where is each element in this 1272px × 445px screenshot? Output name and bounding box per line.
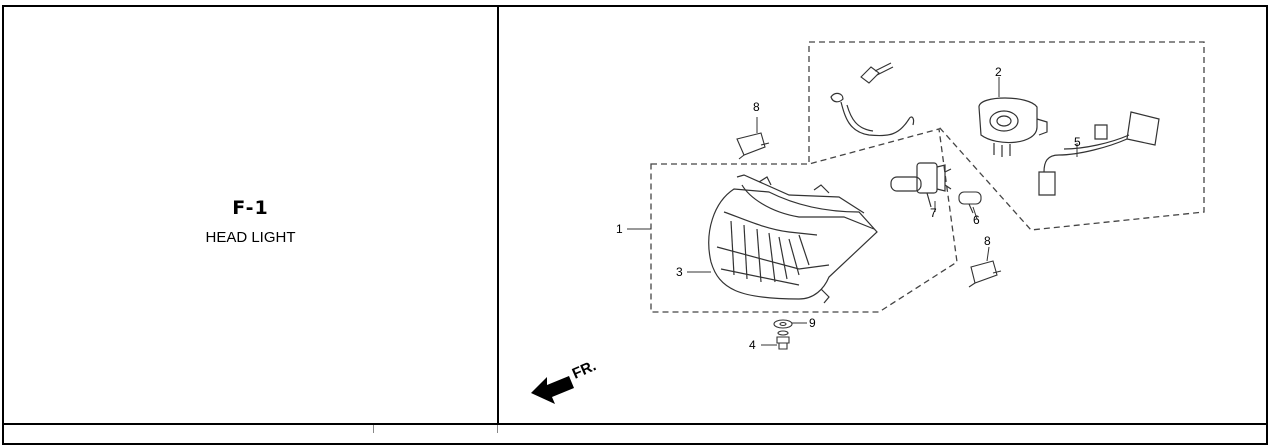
column-tick bbox=[373, 425, 374, 433]
fastener-icon bbox=[773, 319, 793, 350]
callout-2: 2 bbox=[995, 65, 1002, 79]
cell-divider bbox=[497, 7, 499, 423]
callout-1: 1 bbox=[616, 222, 623, 236]
callout-4: 4 bbox=[749, 338, 756, 352]
main-group-outline bbox=[650, 128, 958, 313]
callout-7: 7 bbox=[930, 206, 937, 220]
column-tick bbox=[497, 425, 498, 433]
screw-icon bbox=[860, 62, 894, 84]
callout-3: 3 bbox=[676, 265, 683, 279]
small-bulb-icon bbox=[958, 191, 982, 214]
wire-harness-icon bbox=[1038, 111, 1160, 196]
section-code: F-1 bbox=[232, 197, 269, 219]
callout-labels: 1 2 3 4 5 6 7 8 8 9 bbox=[616, 65, 1081, 352]
clip-icon bbox=[736, 132, 1002, 288]
callout-9: 9 bbox=[809, 316, 816, 330]
bottom-rule bbox=[4, 423, 1266, 425]
leader-lines bbox=[627, 77, 1078, 346]
callout-6: 6 bbox=[973, 213, 980, 227]
diagram-cell: 1 2 3 4 5 6 7 8 8 9 FR. bbox=[499, 7, 1266, 423]
callout-5: 5 bbox=[1074, 135, 1081, 149]
callout-8a: 8 bbox=[753, 100, 760, 114]
bulb-icon bbox=[890, 162, 952, 208]
exploded-diagram: 1 2 3 4 5 6 7 8 8 9 FR. bbox=[531, 41, 1205, 404]
parts-page: F-1 HEAD LIGHT bbox=[2, 5, 1268, 445]
socket-icon bbox=[978, 97, 1048, 157]
callout-8b: 8 bbox=[984, 234, 991, 248]
bracket-wire-icon bbox=[830, 92, 915, 137]
direction-label: FR. bbox=[570, 357, 599, 382]
section-cell: F-1 HEAD LIGHT bbox=[4, 7, 497, 425]
section-title: HEAD LIGHT bbox=[205, 229, 296, 246]
upper-group-outline bbox=[808, 41, 1205, 231]
arrow-icon: FR. bbox=[531, 357, 599, 404]
headlight-assembly-icon bbox=[708, 174, 878, 304]
group-outlines bbox=[650, 41, 1205, 313]
front-arrow bbox=[531, 376, 574, 404]
